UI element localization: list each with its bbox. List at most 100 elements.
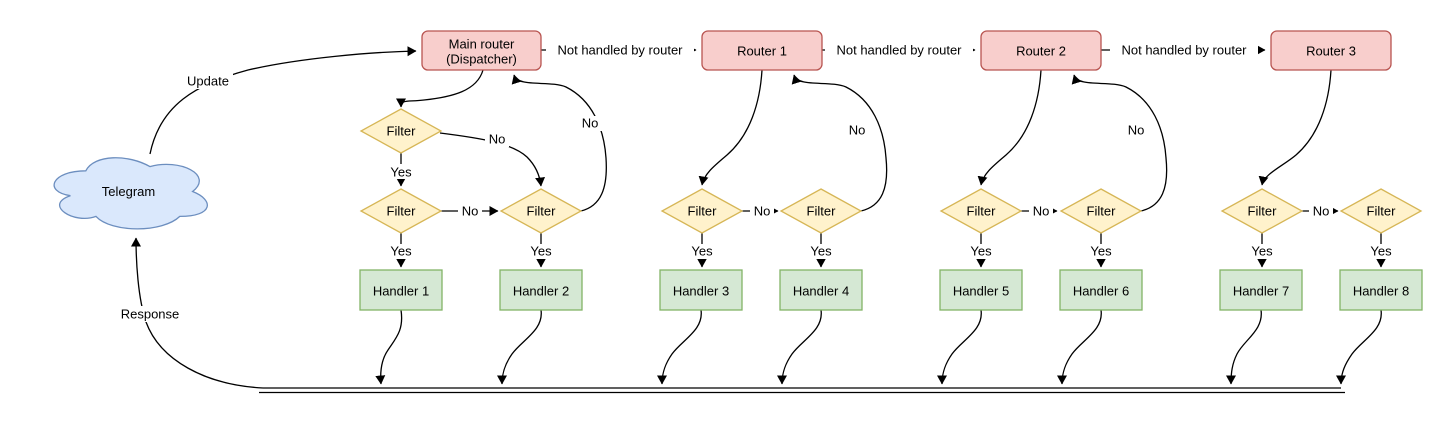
filter-diamond-router3-left: Filter [1220,188,1304,234]
label-bg [967,244,995,259]
response-label: Response [121,307,180,322]
label-bg [688,244,716,259]
label-bg [1087,244,1115,259]
label-bg [527,244,555,259]
label-bg [807,244,835,259]
yes-label: Yes [810,244,832,259]
telegram-cloud: Telegram [53,157,208,230]
handler-6-box [1059,269,1143,311]
handler-6-label: Handler 6 [1073,284,1129,299]
filter-label: Filter [688,204,718,219]
handler-6-node: Handler 6 [1059,269,1143,311]
handler-3-box [659,269,743,311]
edge-mainrouter-to-filter-a [396,69,484,108]
edge-label-no-return-main: No [578,116,602,131]
handler-7-node: Handler 7 [1219,269,1303,311]
handler-7-label: Handler 7 [1233,284,1289,299]
filter-diamond-router2-left: Filter [939,188,1023,234]
filter-shape [359,188,443,234]
handler-5-label: Handler 5 [953,284,1009,299]
no-label: No [754,204,771,219]
yes-label: Yes [691,244,713,259]
filter-shape [1220,188,1304,234]
edge-filter-e-no-return [791,74,888,212]
router-1-label: Router 1 [737,44,787,59]
filter-diamond-router2-right: Filter [1059,188,1143,234]
yes-label: Yes [1251,244,1273,259]
not-handled-label: Not handled by router [1121,43,1247,58]
handler-2-node: Handler 2 [499,269,583,311]
router-2-node: Router 2 [980,30,1102,71]
edge-label-yes-h3: Yes [688,244,716,259]
router-2-label: Router 2 [1016,44,1066,59]
filter-diamond-main-right: Filter [499,188,583,234]
filter-diamond-router1-right: Filter [779,188,863,234]
no-label: No [462,204,479,219]
handler-1-label: Handler 1 [373,284,429,299]
edge-filter-c-no-return [511,74,607,212]
edge-label-yes-h2: Yes [527,244,555,259]
main-router-label: Main router [449,37,515,52]
label-bg [825,42,973,58]
edge-filter-a-no [439,132,546,187]
edge-label-not-handled-3: Not handled by router [1110,42,1258,58]
router-3-box [1270,30,1392,71]
label-bg [387,244,415,259]
edge-label-no-return-router2: No [1124,123,1148,138]
edge-label-no-filter-d: No [750,204,774,219]
filter-diamond-main-top: Filter [359,108,443,154]
edge-label-no-filter-b: No [458,204,482,219]
router-1-node: Router 1 [701,30,823,71]
yes-label: Yes [390,244,412,259]
edge-handler1-to-bus [375,309,403,385]
router-2-box [980,30,1102,71]
filter-label: Filter [1087,204,1117,219]
handler-4-label: Handler 4 [793,284,849,299]
handler-3-node: Handler 3 [659,269,743,311]
cloud-shape [53,157,208,230]
router-3-label: Router 3 [1306,44,1356,59]
handler-5-box [939,269,1023,311]
cloud-label: Telegram [102,184,155,199]
edge-label-yes-h4: Yes [807,244,835,259]
no-label: No [1128,123,1145,138]
filter-diamond-main-left: Filter [359,188,443,234]
main-router-node: Main router (Dispatcher) [421,30,542,71]
edge-label-no-filter-a: No [485,132,509,147]
router-3-node: Router 3 [1270,30,1392,71]
label-bg [845,123,869,138]
edge-label-no-return-router1: No [845,123,869,138]
not-handled-label: Not handled by router [557,43,683,58]
update-label: Update [187,74,229,89]
no-label: No [1313,204,1330,219]
handler-5-node: Handler 5 [939,269,1023,311]
label-bg [1248,244,1276,259]
handler-4-node: Handler 4 [779,269,863,311]
router-1-box [701,30,823,71]
label-bg [1110,42,1258,58]
filter-shape [660,188,744,234]
filter-shape [1059,188,1143,234]
label-bg [1309,204,1333,219]
edge-label-yes-h1: Yes [387,244,415,259]
filter-label: Filter [527,204,557,219]
label-bg [485,132,509,147]
no-label: No [1033,204,1050,219]
label-bg [184,73,233,89]
handler-8-node: Handler 8 [1339,269,1423,311]
label-bg [1367,244,1395,259]
handler-7-box [1219,269,1303,311]
edge-handler5-to-bus [937,309,982,385]
no-label: No [489,132,506,147]
main-router-sublabel: (Dispatcher) [446,52,517,67]
handler-4-box [779,269,863,311]
edge-label-not-handled-1: Not handled by router [546,42,694,58]
yes-label: Yes [970,244,992,259]
yes-label: Yes [1090,244,1112,259]
label-bg [546,42,694,58]
edge-label-response: Response [117,306,183,322]
yes-label: Yes [390,165,412,180]
edge-router1-to-filter [698,69,763,186]
edge-label-yes-main-top: Yes [387,164,415,180]
